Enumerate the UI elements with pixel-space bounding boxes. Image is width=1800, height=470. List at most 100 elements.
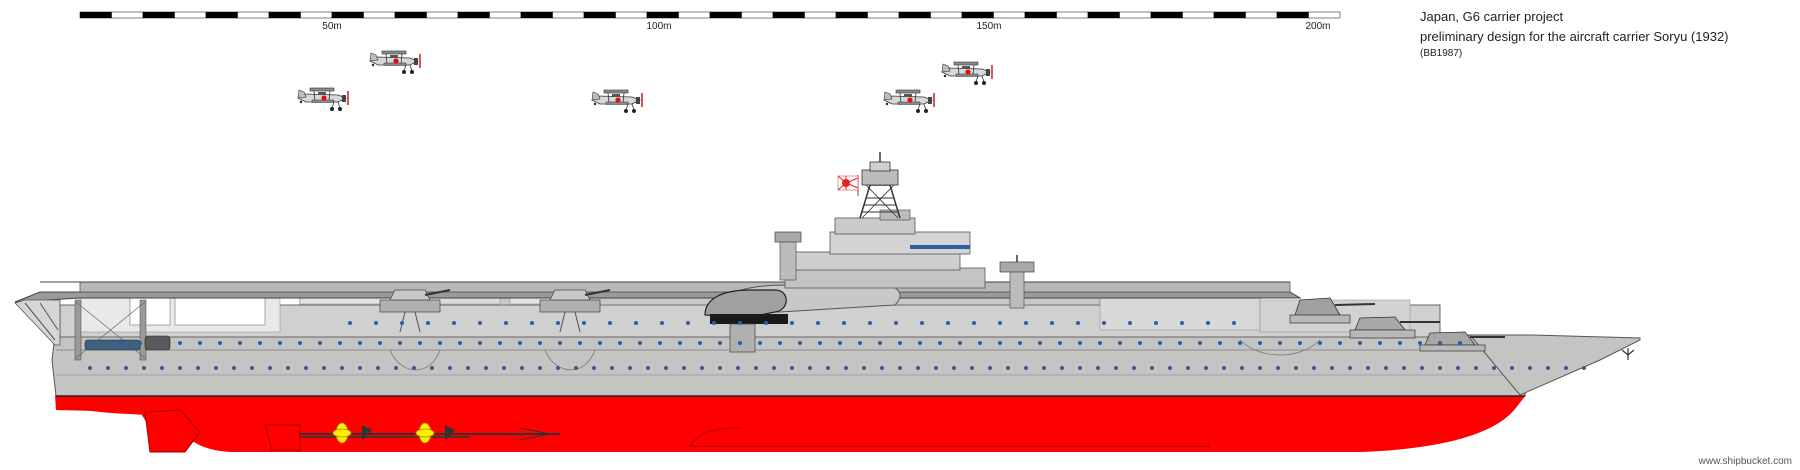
porthole <box>682 366 686 370</box>
porthole <box>1150 366 1154 370</box>
porthole <box>1546 366 1550 370</box>
porthole <box>578 341 582 345</box>
porthole <box>556 321 560 325</box>
porthole <box>1492 366 1496 370</box>
scale-bar: 50m 100m 150m 200m <box>79 11 1341 32</box>
porthole <box>1050 321 1054 325</box>
porthole <box>582 321 586 325</box>
scale-segment <box>1182 11 1215 19</box>
hull-topsides <box>51 334 1529 397</box>
scale-tick-50: 50m <box>322 21 341 32</box>
porthole <box>646 366 650 370</box>
scale-segment <box>1150 11 1183 19</box>
porthole <box>1378 341 1382 345</box>
porthole <box>214 366 218 370</box>
porthole <box>238 341 242 345</box>
porthole <box>358 366 362 370</box>
porthole <box>1158 341 1162 345</box>
porthole <box>1366 366 1370 370</box>
porthole <box>844 366 848 370</box>
biplane-icon <box>941 61 993 86</box>
porthole <box>232 366 236 370</box>
scale-segment <box>1087 11 1120 19</box>
porthole <box>1294 366 1298 370</box>
porthole <box>818 341 822 345</box>
porthole <box>378 341 382 345</box>
scale-segment <box>1056 11 1089 19</box>
porthole <box>660 321 664 325</box>
scale-segment <box>394 11 427 19</box>
porthole <box>504 321 508 325</box>
scale-segment <box>772 11 805 19</box>
porthole <box>518 341 522 345</box>
porthole <box>1206 321 1210 325</box>
scale-segment <box>1119 11 1152 19</box>
porthole <box>608 321 612 325</box>
porthole <box>858 341 862 345</box>
porthole <box>698 341 702 345</box>
porthole <box>142 366 146 370</box>
porthole <box>1024 366 1028 370</box>
porthole <box>1564 366 1568 370</box>
scale-segment <box>1213 11 1246 19</box>
gun-turret <box>1349 316 1440 339</box>
porthole <box>520 366 524 370</box>
aa-director <box>999 255 1035 309</box>
porthole <box>1218 341 1222 345</box>
porthole <box>1138 341 1142 345</box>
porthole <box>1118 341 1122 345</box>
porthole <box>738 341 742 345</box>
watermark: www.shipbucket.com <box>1698 456 1792 467</box>
porthole <box>198 341 202 345</box>
porthole <box>1298 341 1302 345</box>
porthole <box>268 366 272 370</box>
scale-segment <box>961 11 994 19</box>
scale-segment <box>1308 11 1341 19</box>
porthole <box>1418 341 1422 345</box>
scale-segment <box>867 11 900 19</box>
porthole <box>398 341 402 345</box>
biplane-icon <box>297 87 349 112</box>
porthole <box>1018 341 1022 345</box>
scale-segment <box>709 11 742 19</box>
scale-segment <box>426 11 459 19</box>
porthole <box>700 366 704 370</box>
porthole <box>1178 341 1182 345</box>
porthole <box>1186 366 1190 370</box>
porthole <box>430 366 434 370</box>
porthole <box>318 341 322 345</box>
porthole <box>1180 321 1184 325</box>
scale-tick-200: 200m <box>1305 21 1330 32</box>
porthole <box>498 341 502 345</box>
biplane-icon <box>369 50 421 75</box>
porthole <box>1312 366 1316 370</box>
scale-segment <box>489 11 522 19</box>
porthole <box>862 366 866 370</box>
porthole <box>1168 366 1172 370</box>
porthole <box>438 341 442 345</box>
scale-segment <box>205 11 238 19</box>
scale-segment <box>300 11 333 19</box>
porthole <box>1232 321 1236 325</box>
porthole <box>938 341 942 345</box>
porthole <box>998 321 1002 325</box>
porthole <box>1204 366 1208 370</box>
porthole <box>778 341 782 345</box>
porthole <box>790 321 794 325</box>
porthole <box>88 366 92 370</box>
porthole <box>898 341 902 345</box>
porthole <box>286 366 290 370</box>
porthole <box>712 321 716 325</box>
porthole <box>1006 366 1010 370</box>
porthole <box>538 341 542 345</box>
scale-segment <box>1245 11 1278 19</box>
scale-segment <box>520 11 553 19</box>
porthole <box>340 366 344 370</box>
carrier-ship <box>14 152 1641 453</box>
porthole <box>718 341 722 345</box>
porthole <box>918 341 922 345</box>
porthole <box>1402 366 1406 370</box>
porthole <box>278 341 282 345</box>
porthole <box>426 321 430 325</box>
scale-tick-150: 150m <box>976 21 1001 32</box>
